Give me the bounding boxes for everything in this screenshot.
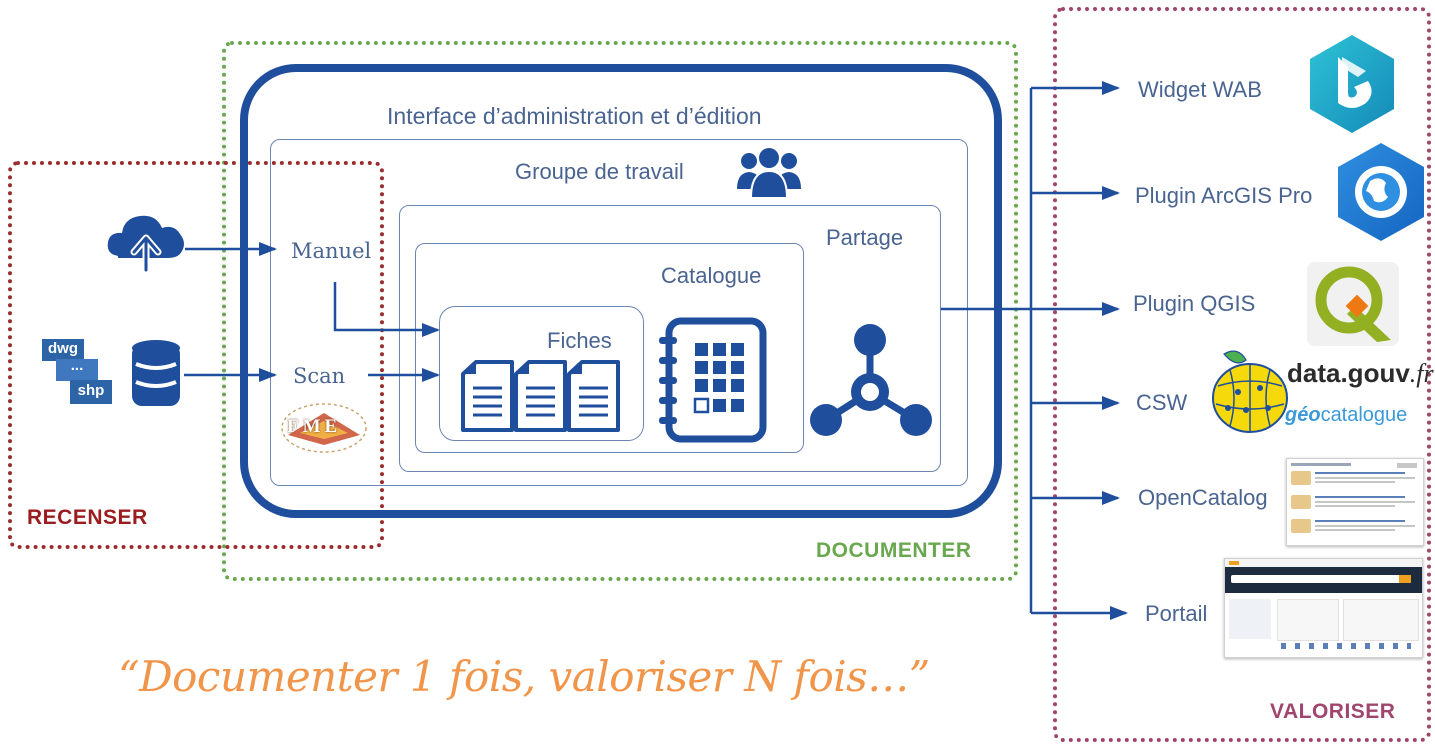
geocatalogue-text: catalogue	[1320, 404, 1408, 426]
valoriser-title: VALORISER	[1270, 700, 1396, 723]
output-portail: Portail	[1145, 601, 1208, 626]
output-plugin-qgis: Plugin QGIS	[1133, 291, 1256, 316]
scan-label: Scan	[293, 364, 346, 388]
catalogue-box	[415, 243, 804, 453]
ellipsis-badge: ...	[56, 358, 98, 381]
documenter-zone	[222, 41, 1018, 581]
geo-text: géo	[1285, 404, 1321, 426]
partage-label: Partage	[826, 225, 904, 250]
valoriser-zone	[1053, 7, 1431, 742]
groupe-travail-label: Groupe de travail	[515, 159, 684, 184]
geocatalogue-logo: géocatalogue	[1285, 404, 1407, 427]
recenser-title: RECENSER	[27, 506, 148, 529]
groupe-travail-box	[270, 139, 968, 486]
opencatalog-screenshot-image	[1286, 458, 1424, 546]
partage-box	[399, 205, 941, 472]
admin-interface-box	[240, 64, 1002, 518]
web-appbuilder-logo-icon	[1310, 35, 1394, 133]
data-gouv-logo: data.gouv.fr	[1287, 358, 1434, 389]
output-csw: CSW	[1136, 390, 1188, 415]
recenser-zone	[8, 161, 384, 549]
arcgis-pro-logo-icon	[1338, 143, 1424, 241]
output-plugin-arcgis: Plugin ArcGIS Pro	[1135, 183, 1313, 208]
output-opencatalog: OpenCatalog	[1138, 485, 1268, 510]
qgis-logo-icon	[1307, 262, 1399, 346]
slogan-quote: “Documenter 1 fois, valoriser N fois…”	[118, 652, 930, 701]
users-group-icon	[737, 148, 801, 199]
output-widget-wab: Widget WAB	[1138, 77, 1262, 102]
cloud-upload-icon	[107, 215, 184, 274]
data-gouv-globe-icon	[1212, 350, 1288, 433]
fme-logo-text: FME	[287, 416, 342, 437]
data-gouv-suffix: .fr	[1409, 359, 1434, 388]
portail-screenshot-image	[1224, 558, 1423, 658]
data-gouv-text: data.gouv	[1287, 358, 1410, 388]
documents-icon	[461, 360, 620, 432]
admin-title: Interface d’administration et d’édition	[387, 103, 762, 129]
fiches-label: Fiches	[547, 328, 612, 353]
database-icon	[132, 340, 180, 406]
catalogue-label: Catalogue	[661, 263, 762, 288]
share-network-icon	[810, 324, 932, 436]
documenter-title: DOCUMENTER	[816, 539, 972, 562]
fme-logo-icon	[281, 403, 367, 453]
file-formats-icon: dwg ... shp	[42, 339, 114, 405]
dwg-badge: dwg	[42, 339, 84, 361]
catalogue-book-icon	[659, 317, 767, 443]
manuel-label: Manuel	[291, 239, 374, 263]
shp-badge: shp	[70, 380, 112, 404]
